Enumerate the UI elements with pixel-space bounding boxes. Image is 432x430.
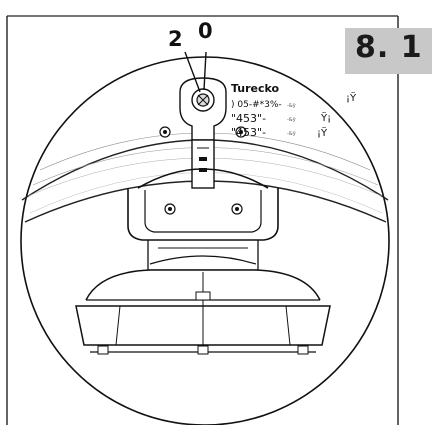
label-line-1: ) 05-#*3%- — [231, 100, 282, 110]
label-line-2: "453"- — [231, 112, 266, 125]
lnb-housing — [75, 240, 331, 355]
support-arm — [191, 139, 215, 189]
label-block: Turecko ) 05-#*3%- -&ÿ "453"- -&ÿ "453"-… — [231, 82, 357, 139]
label-line-2-small: -&ÿ — [287, 117, 296, 123]
callout-leader-left — [184, 51, 201, 93]
step-number-badge: 8. 1 — [345, 28, 432, 74]
step-number: 8. 1 — [355, 30, 423, 65]
callout-number-left: 2 — [168, 27, 183, 51]
label-line-3-small: -&ÿ — [287, 131, 296, 137]
callout-number-right: 0 — [198, 19, 213, 43]
fastener-screw — [159, 126, 247, 138]
callout-leader-right — [203, 51, 207, 91]
top-bracket — [179, 77, 227, 141]
label-mark-3: ¡Ÿ — [317, 126, 328, 139]
label-mark-2: Ÿ¡ — [320, 111, 331, 124]
label-line-3: "453"- — [231, 126, 266, 139]
label-title: Turecko — [231, 82, 280, 95]
lnb-cradle — [127, 168, 279, 241]
label-mark-1: ¡Ÿ — [346, 91, 357, 104]
label-line-1-small: -&ÿ — [287, 103, 296, 109]
